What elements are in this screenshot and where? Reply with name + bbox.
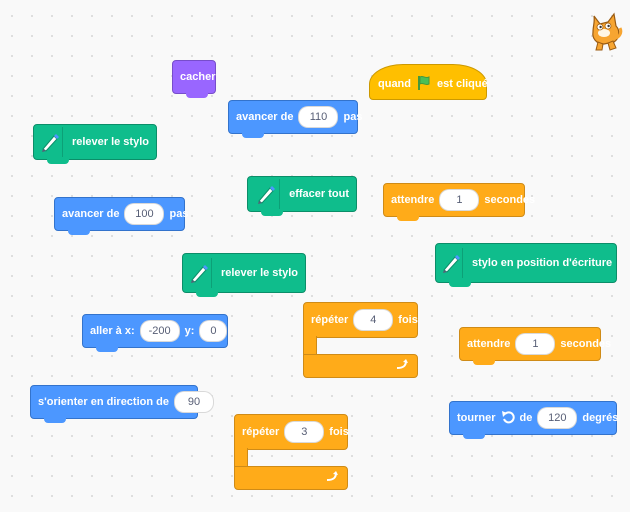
block-label: relever le stylo [220, 267, 298, 279]
block-turn-left[interactable]: tourner de 120 degrés [449, 401, 619, 439]
block-label-suffix: degrés [582, 412, 619, 424]
block-label-suffix: pas [169, 208, 189, 220]
block-move-steps-110[interactable]: avancer de 110 pas [228, 100, 362, 138]
pen-icon [187, 258, 212, 288]
repeat-arrow-icon [325, 469, 339, 487]
rotate-left-icon [501, 410, 515, 427]
block-label-mid: y: [184, 325, 195, 337]
green-flag-icon [416, 75, 432, 94]
block-label-suffix: fois [329, 426, 349, 438]
block-label-prefix: avancer de [62, 208, 120, 220]
block-point-in-direction[interactable]: s'orienter en direction de 90 [30, 385, 214, 423]
block-label-prefix: attendre [467, 338, 511, 350]
steps-input[interactable]: 100 [124, 203, 165, 225]
x-input[interactable]: -200 [139, 320, 180, 342]
block-label: cacher [180, 71, 216, 83]
block-pen-up-2[interactable]: relever le stylo [182, 253, 306, 297]
block-label-suffix: secondes [484, 194, 536, 206]
block-label-prefix: avancer de [236, 111, 294, 123]
block-pen-down[interactable]: stylo en position d'écriture [435, 243, 617, 287]
block-pen-up-1[interactable]: relever le stylo [33, 124, 157, 164]
seconds-input[interactable]: 1 [515, 333, 556, 355]
block-when-flag-clicked[interactable]: quand est cliqué [369, 64, 488, 100]
block-label-mid: de [519, 412, 533, 424]
pen-icon [440, 248, 463, 278]
repeat-arrow-icon [395, 357, 409, 375]
block-wait-seconds-2[interactable]: attendre 1 secondes [459, 327, 611, 365]
steps-input[interactable]: 110 [298, 106, 339, 128]
block-label-suffix: fois [398, 314, 418, 326]
block-label-prefix: tourner [457, 412, 496, 424]
repeat-count-input[interactable]: 4 [353, 309, 394, 331]
direction-input[interactable]: 90 [173, 391, 214, 413]
pen-icon [252, 179, 281, 209]
block-wait-seconds-1[interactable]: attendre 1 secondes [383, 183, 535, 221]
block-label-prefix: aller à x: [90, 325, 135, 337]
block-label-suffix: secondes [560, 338, 612, 350]
block-label: relever le stylo [71, 136, 149, 148]
block-goto-xy[interactable]: aller à x: -200 y: 0 [82, 314, 228, 352]
block-label: stylo en position d'écriture [472, 257, 613, 269]
block-label-suffix: pas [343, 111, 363, 123]
block-label: effacer tout [289, 188, 349, 200]
block-repeat-4[interactable]: répéter 4 fois [303, 302, 418, 380]
scratch-cat-icon [586, 12, 624, 52]
block-cacher[interactable]: cacher [172, 60, 216, 98]
repeat-count-input[interactable]: 3 [284, 421, 325, 443]
seconds-input[interactable]: 1 [439, 189, 480, 211]
block-label-prefix: s'orienter en direction de [38, 396, 169, 408]
block-label-suffix: est cliqué [437, 78, 488, 90]
pen-icon [38, 127, 63, 157]
block-label-prefix: répéter [311, 314, 349, 326]
block-label-prefix: quand [378, 78, 411, 90]
y-input[interactable]: 0 [199, 320, 228, 342]
block-label-prefix: répéter [242, 426, 280, 438]
block-label-prefix: attendre [391, 194, 435, 206]
block-move-steps-100[interactable]: avancer de 100 pas [54, 197, 189, 235]
block-repeat-3[interactable]: répéter 3 fois [234, 414, 349, 492]
degrees-input[interactable]: 120 [537, 407, 578, 429]
block-erase-all[interactable]: effacer tout [247, 176, 357, 216]
